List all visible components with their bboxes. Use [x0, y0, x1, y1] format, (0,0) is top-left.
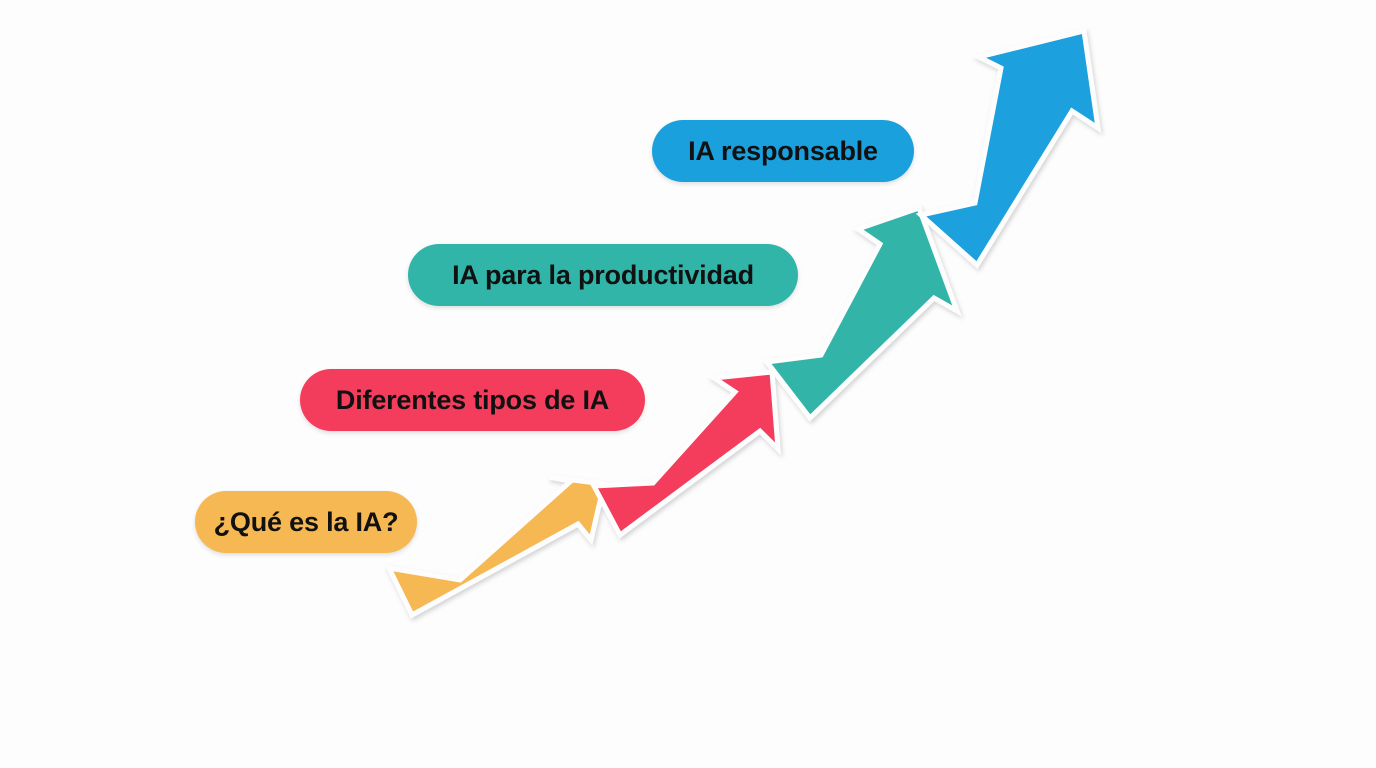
label-pill-que-es-la-ia[interactable]: ¿Qué es la IA?: [195, 491, 417, 553]
label-pill-ia-responsable[interactable]: IA responsable: [652, 120, 914, 182]
label-pill-text: Diferentes tipos de IA: [335, 384, 610, 415]
arrow-orange: [384, 474, 608, 619]
label-pill-ia-para-la-productividad[interactable]: IA para la productividad: [408, 244, 798, 306]
label-pill-text: IA responsable: [688, 135, 878, 166]
label-pill-text: IA para la productividad: [452, 259, 754, 290]
arrow-teal: [762, 204, 962, 422]
arrow-blue: [915, 27, 1102, 269]
label-pill-diferentes-tipos-de-ia[interactable]: Diferentes tipos de IA: [300, 369, 645, 431]
arrow-red: [589, 369, 782, 539]
label-pill-text: ¿Qué es la IA?: [213, 506, 399, 537]
